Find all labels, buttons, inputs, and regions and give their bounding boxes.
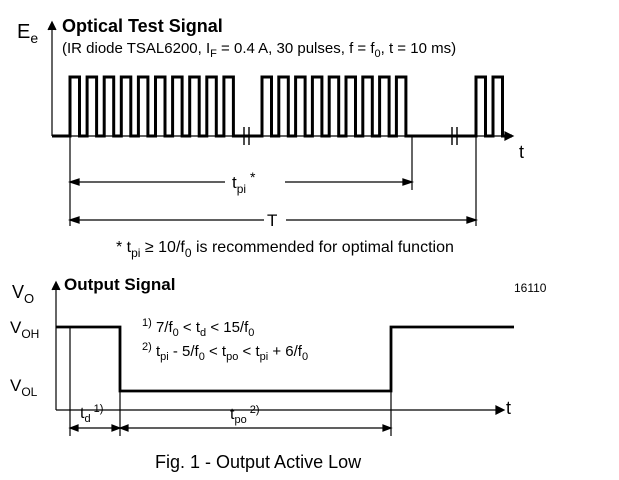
figure-caption: Fig. 1 - Output Active Low: [155, 452, 362, 472]
output-title: Output Signal: [64, 275, 175, 294]
tpi-label: tpi *: [232, 169, 256, 196]
ee-axis-label: Ee: [17, 21, 38, 46]
optical-title: Optical Test Signal: [62, 16, 223, 36]
vo-axis-label: VO: [12, 282, 34, 306]
condition-1: 1) 7/f0 < td < 15/f0: [142, 317, 254, 339]
optical-t-axis-label: t: [519, 142, 524, 162]
optical-pulse-train: [52, 75, 512, 138]
output-signal-panel: VO Output Signal 16110 t VOH VOL 1) 7/f0…: [10, 275, 547, 436]
tpo-label: tpo 2): [230, 404, 260, 426]
optical-subtitle: (IR diode TSAL6200, IF = 0.4 A, 30 pulse…: [62, 40, 456, 60]
output-axes: [51, 280, 506, 415]
td-tpo-dimension: [68, 327, 393, 436]
tpi-footnote: * tpi ≥ 10/f0 is recommended for optimal…: [116, 239, 454, 260]
output-t-axis-label: t: [506, 398, 511, 418]
vol-label: VOL: [10, 376, 38, 399]
period-label: T: [267, 211, 277, 230]
optical-test-signal-panel: Ee Optical Test Signal (IR diode TSAL620…: [17, 16, 524, 260]
condition-2: 2) tpi - 5/f0 < tpo < tpi + 6/f0: [142, 341, 308, 363]
output-waveform: [56, 325, 514, 393]
axis-break-marks: [243, 127, 458, 145]
voh-label: VOH: [10, 318, 39, 341]
document-number: 16110: [514, 281, 547, 295]
td-label: td 1): [80, 403, 103, 425]
